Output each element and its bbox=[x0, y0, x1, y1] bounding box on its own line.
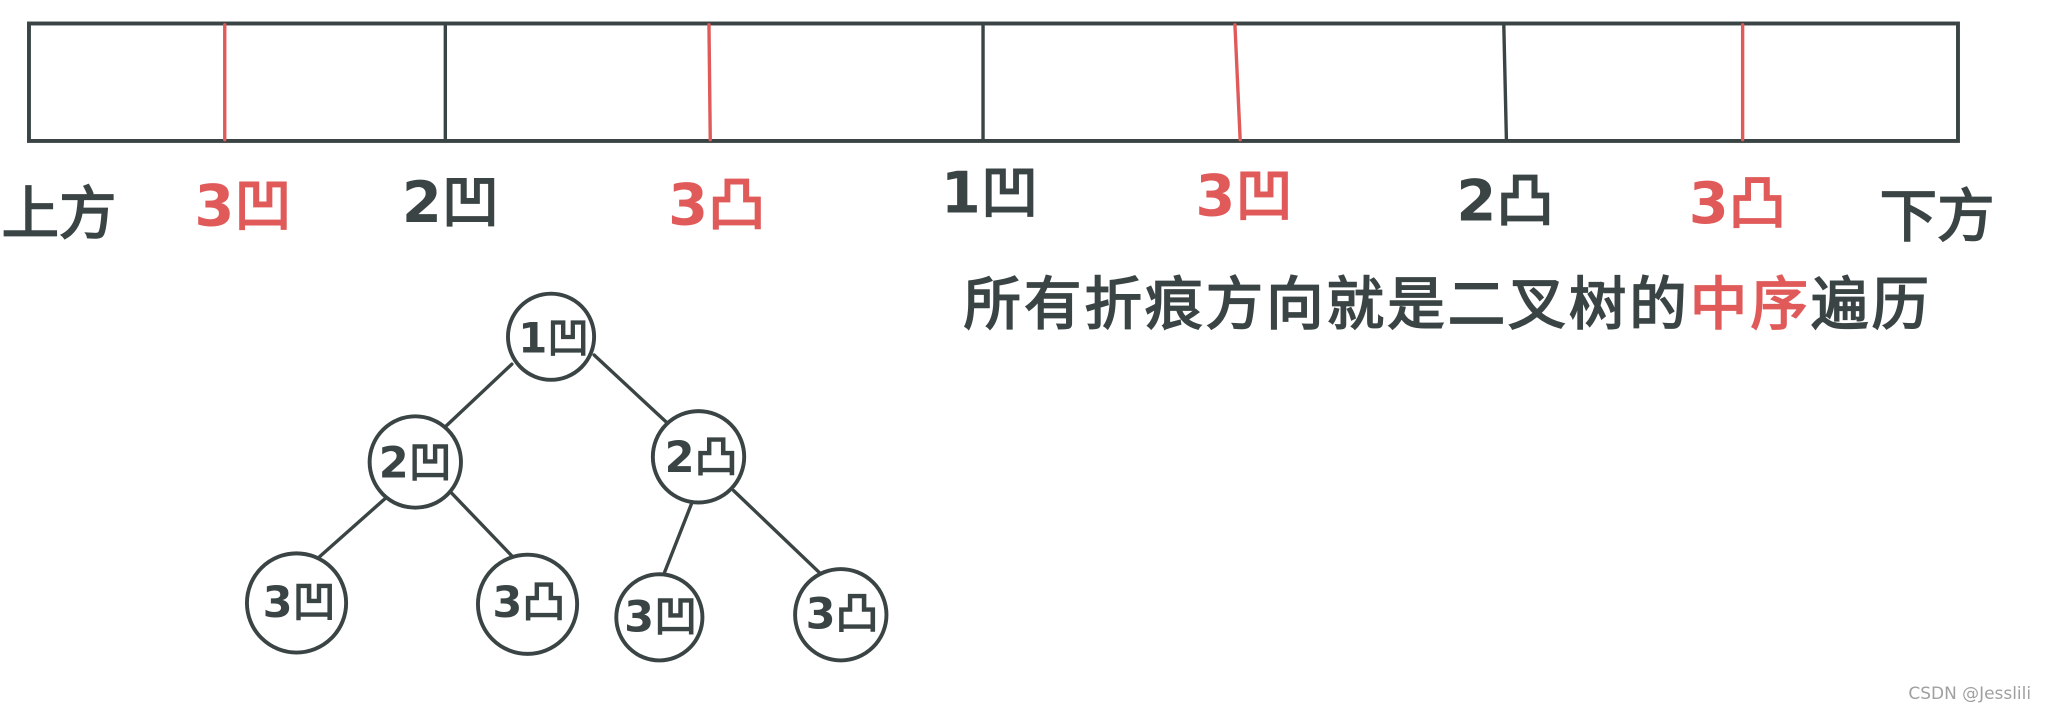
watermark: CSDN @Jesslili bbox=[1908, 683, 2031, 703]
tree-node-circle bbox=[614, 572, 705, 663]
tree-node-right-left: 3凹 bbox=[614, 572, 705, 663]
strip-labels: 上方 3凹 2凹 3凸 1凹 3凹 2凸 3凸 下方 bbox=[2, 160, 1995, 250]
note-part: 所有折痕方向就是二叉树的 bbox=[963, 271, 1689, 338]
tree-node-root: 1凹 bbox=[506, 291, 597, 382]
fold-label: 3凸 bbox=[668, 171, 765, 238]
fold-line bbox=[1233, 23, 1242, 142]
tree-node-circle bbox=[475, 552, 580, 656]
tree-edge bbox=[732, 489, 825, 578]
note-part-highlight: 中序 bbox=[1690, 271, 1811, 338]
paper-strip bbox=[27, 21, 1960, 143]
tree-edge bbox=[661, 500, 694, 578]
tree-node-label: 3凸 bbox=[492, 578, 565, 628]
tree-node-label: 3凸 bbox=[806, 590, 879, 640]
tree-node-label: 1凹 bbox=[518, 314, 589, 363]
tree-node-label: 3凹 bbox=[263, 578, 336, 628]
tree-node-right-right: 3凸 bbox=[793, 567, 889, 663]
tree-node-circle bbox=[367, 414, 463, 510]
fold-label: 3凸 bbox=[1689, 170, 1786, 237]
fold-label: 2凹 bbox=[402, 169, 499, 236]
tree-node-circle bbox=[793, 567, 889, 663]
strip-end-label: 下方 bbox=[1880, 183, 1995, 250]
tree-edge bbox=[315, 495, 389, 561]
tree-node-left: 2凹 bbox=[367, 414, 463, 510]
tree-node-circle bbox=[244, 551, 349, 655]
paper-strip-group bbox=[27, 21, 1960, 143]
fold-line bbox=[1502, 23, 1509, 142]
fold-label: 3凹 bbox=[1195, 162, 1292, 229]
fold-label: 2凸 bbox=[1456, 167, 1553, 234]
tree-edge bbox=[444, 362, 514, 428]
tree-node-circle bbox=[506, 291, 597, 382]
tree-node-left-left: 3凹 bbox=[244, 551, 349, 655]
strip-start-label: 上方 bbox=[2, 181, 117, 248]
tree-node-label: 2凹 bbox=[379, 438, 452, 488]
fold-label: 3凹 bbox=[194, 173, 291, 240]
tree-edge bbox=[592, 353, 671, 426]
tree-edges bbox=[315, 353, 825, 578]
binary-tree: 1凹 2凹 2凸 3凹 3凸 3凹 bbox=[244, 291, 889, 663]
tree-edge bbox=[450, 491, 515, 559]
tree-node-label: 2凸 bbox=[665, 433, 738, 483]
tree-node-circle bbox=[650, 409, 747, 505]
tree-node-label: 3凹 bbox=[624, 592, 697, 642]
fold-label: 1凹 bbox=[941, 160, 1038, 227]
note-text: 所有折痕方向就是二叉树的中序遍历 bbox=[963, 271, 1932, 338]
tree-node-right: 2凸 bbox=[650, 409, 747, 505]
note-part: 遍历 bbox=[1811, 271, 1932, 338]
tree-node-left-right: 3凸 bbox=[475, 552, 580, 656]
fold-line bbox=[707, 23, 712, 142]
